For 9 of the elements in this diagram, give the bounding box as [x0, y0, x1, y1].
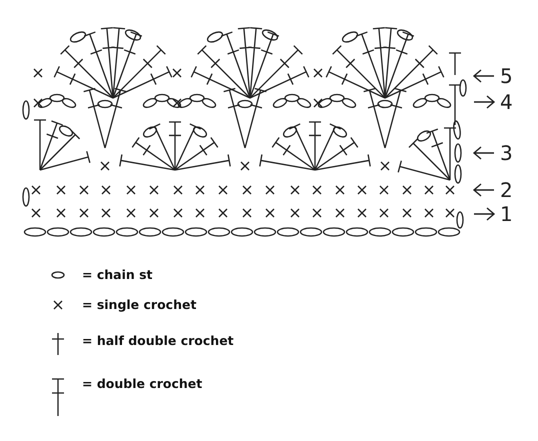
legend-label: = chain st: [82, 267, 153, 283]
row-number: 2: [500, 180, 513, 200]
row-number: 5: [500, 66, 513, 86]
legend-label: = double crochet: [82, 376, 202, 392]
row-number: 3: [500, 143, 513, 163]
row-number: 4: [500, 92, 513, 112]
row-number: 1: [500, 204, 513, 224]
legend-label: = single crochet: [82, 297, 196, 313]
legend-label: = half double crochet: [82, 333, 234, 349]
